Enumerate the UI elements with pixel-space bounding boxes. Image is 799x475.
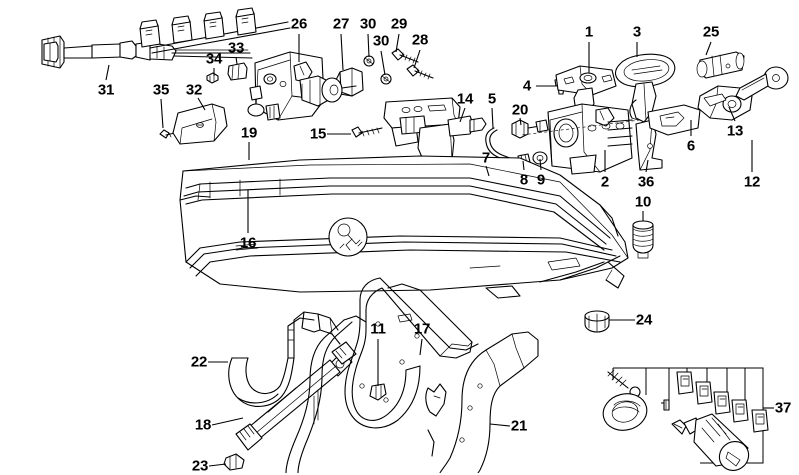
detail-magnifier-icon xyxy=(328,217,368,257)
callout-label-6[interactable]: 6 xyxy=(686,137,696,155)
callout-label-29[interactable]: 29 xyxy=(390,15,408,33)
callout-label-2[interactable]: 2 xyxy=(600,173,610,191)
part-clip-33 xyxy=(227,62,248,81)
callout-label-37[interactable]: 37 xyxy=(774,399,792,417)
callout-label-3[interactable]: 3 xyxy=(632,23,642,41)
part-trunk-lid-19 xyxy=(179,155,629,299)
part-pin-37 xyxy=(663,399,670,411)
callout-label-20[interactable]: 20 xyxy=(511,101,529,119)
part-clip-20 xyxy=(511,119,549,139)
callout-leader-20 xyxy=(519,117,522,126)
callout-label-23[interactable]: 23 xyxy=(191,457,209,475)
part-hinge-arm-secondary xyxy=(285,315,367,473)
part-gas-strut-18 xyxy=(235,341,357,451)
callout-leader-7 xyxy=(485,165,490,177)
callout-label-25[interactable]: 25 xyxy=(702,23,720,41)
part-clip-11 xyxy=(369,383,387,401)
part-screw-15 xyxy=(351,126,383,138)
part-key-12 xyxy=(735,66,789,101)
callout-label-34[interactable]: 34 xyxy=(205,50,223,68)
part-screw-28 xyxy=(406,64,434,80)
callout-leader-18 xyxy=(211,417,244,426)
callout-leader-25 xyxy=(705,41,712,56)
callout-leader-13 xyxy=(728,106,736,122)
part-cable-clips xyxy=(139,7,291,54)
callout-leader-23 xyxy=(208,463,227,467)
callout-label-4[interactable]: 4 xyxy=(522,77,532,95)
callout-label-14[interactable]: 14 xyxy=(456,90,474,108)
callout-label-8[interactable]: 8 xyxy=(519,171,529,189)
callout-label-10[interactable]: 10 xyxy=(634,193,652,211)
callout-label-15[interactable]: 15 xyxy=(309,125,327,143)
callout-leader-32 xyxy=(197,97,206,111)
part-lock-cylinder-37 xyxy=(671,413,750,471)
callout-label-31[interactable]: 31 xyxy=(97,81,115,99)
part-tumblers-37 xyxy=(676,371,769,433)
callout-leader-9 xyxy=(539,158,542,171)
part-hinge-arm-21 xyxy=(425,331,539,473)
callout-leader-17 xyxy=(419,338,423,356)
part-antenna-cable-31 xyxy=(41,35,253,69)
callout-label-30[interactable]: 30 xyxy=(359,15,377,33)
part-latch-plate-14 xyxy=(383,97,487,163)
part-lid-seal-16 xyxy=(183,177,611,251)
callout-leader-33 xyxy=(235,56,238,65)
callout-label-11[interactable]: 11 xyxy=(370,320,386,338)
callout-label-21[interactable]: 21 xyxy=(510,417,528,435)
callout-label-13[interactable]: 13 xyxy=(726,122,744,140)
callout-label-27[interactable]: 27 xyxy=(332,15,350,33)
callout-label-28[interactable]: 28 xyxy=(411,31,429,49)
part-lock-body-26 xyxy=(247,51,325,121)
callout-label-19[interactable]: 19 xyxy=(240,124,258,142)
callout-leader-30 xyxy=(367,33,370,58)
callout-label-24[interactable]: 24 xyxy=(635,311,653,329)
callout-label-36[interactable]: 36 xyxy=(637,173,655,191)
part-emblem-3 xyxy=(615,53,676,123)
part-gasket-6 xyxy=(521,104,701,136)
callout-leader-35 xyxy=(160,98,164,129)
callout-label-9[interactable]: 9 xyxy=(536,171,546,189)
callout-label-26[interactable]: 26 xyxy=(290,15,308,33)
part-clip-34 xyxy=(206,72,219,84)
callout-leader-21 xyxy=(489,423,511,427)
callout-label-1[interactable]: 1 xyxy=(584,23,594,41)
part-washer-30-lower xyxy=(380,73,392,85)
callout-label-22[interactable]: 22 xyxy=(190,353,208,371)
part-ring-37 xyxy=(602,393,648,431)
callout-leader-36 xyxy=(645,159,649,173)
callout-leader-29 xyxy=(395,33,400,53)
callout-label-30b[interactable]: 30 xyxy=(372,32,390,50)
callout-label-18[interactable]: 18 xyxy=(194,416,212,434)
part-cover-32 xyxy=(172,103,228,145)
callout-leader-lines xyxy=(105,33,774,467)
part-lock-housing-2 xyxy=(547,103,633,175)
callout-leader-8 xyxy=(522,160,525,171)
part-hinge-arm-17 xyxy=(344,277,479,429)
part-rod-5 xyxy=(485,127,536,172)
callout-label-7[interactable]: 7 xyxy=(481,149,491,167)
callout-leader-14 xyxy=(459,107,466,123)
callout-label-5[interactable]: 5 xyxy=(487,90,497,108)
callout-label-12[interactable]: 12 xyxy=(743,173,761,191)
callout-label-17[interactable]: 17 xyxy=(413,320,431,338)
part-barrel-25 xyxy=(696,51,745,79)
callout-label-33[interactable]: 33 xyxy=(227,39,245,57)
callout-leader-28 xyxy=(413,49,421,69)
part-plug-24 xyxy=(584,310,610,333)
callout-leader-27 xyxy=(340,33,344,71)
part-actuator-27 xyxy=(299,67,364,107)
callout-label-35[interactable]: 35 xyxy=(152,81,170,99)
callout-label-16[interactable]: 16 xyxy=(239,234,257,252)
callout-leader-30b xyxy=(380,50,386,76)
part-washer-30-upper xyxy=(363,55,375,67)
callout-leader-31 xyxy=(105,64,110,81)
callout-leader-5 xyxy=(491,107,494,129)
callout-label-32[interactable]: 32 xyxy=(185,81,203,99)
part-bracket-22 xyxy=(228,311,341,407)
